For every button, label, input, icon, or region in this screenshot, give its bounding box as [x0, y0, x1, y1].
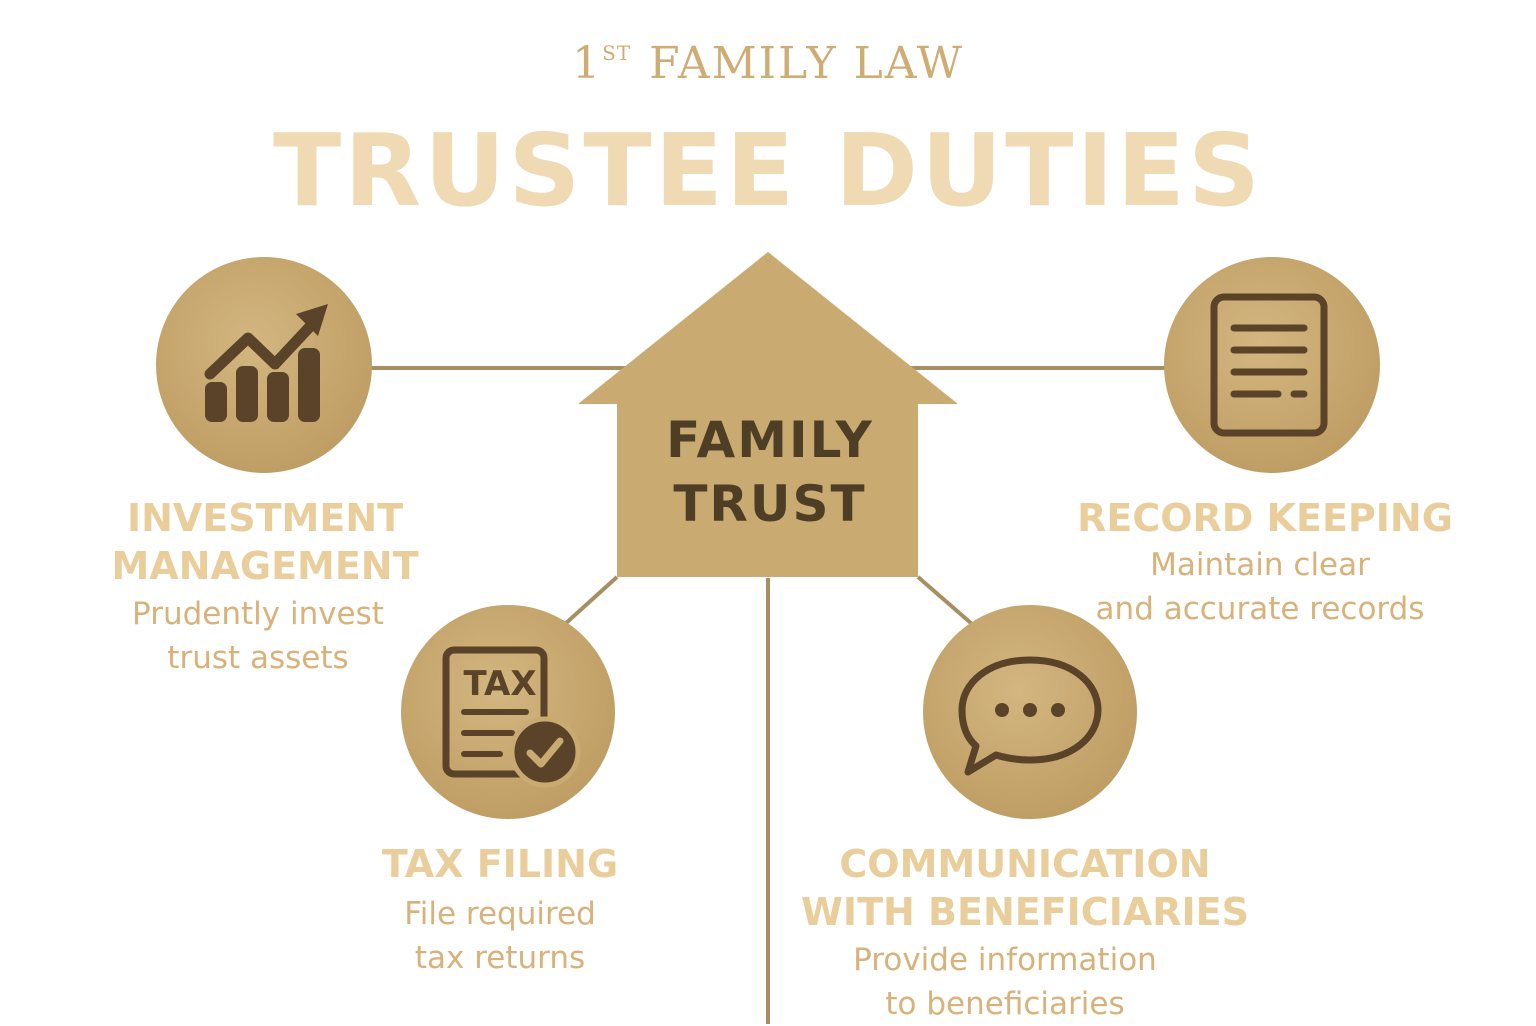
communication-desc-line1: Provide information — [853, 942, 1157, 978]
investment-desc-line1: Prudently invest — [132, 596, 384, 632]
growth-chart-icon — [204, 304, 328, 422]
communication-title-line2: WITH BENEFICIARIES — [801, 890, 1249, 934]
speech-bubble-icon — [958, 656, 1102, 776]
tax-document-icon — [442, 646, 581, 788]
page-title: TRUSTEE DUTIES — [272, 112, 1264, 229]
investment-title: INVESTMENT MANAGEMENT — [60, 494, 470, 590]
brand-name: FAMILY LAW — [649, 38, 964, 89]
connector-tax — [563, 575, 619, 626]
records-desc-line2: and accurate records — [1095, 591, 1425, 627]
records-circle — [1164, 257, 1380, 473]
brand-number: 1 — [572, 38, 603, 89]
tax-title-line1: TAX FILING — [381, 842, 619, 886]
connector-lines — [370, 366, 1170, 1024]
communication-circle — [923, 605, 1137, 819]
house-shape — [578, 252, 958, 577]
tax-description: File required tax returns — [330, 892, 670, 980]
records-title-line1: RECORD KEEPING — [1077, 496, 1453, 540]
investment-desc-line2: trust assets — [167, 640, 349, 676]
investment-circle — [156, 257, 372, 473]
document-icon — [1210, 293, 1328, 437]
records-description: Maintain clear and accurate records — [1060, 543, 1460, 631]
family-trust-line2: TRUST — [673, 475, 867, 533]
connector-communication — [916, 575, 974, 626]
records-desc-line1: Maintain clear — [1150, 547, 1370, 583]
communication-description: Provide information to beneficiaries — [790, 938, 1220, 1026]
investment-description: Prudently invest trust assets — [60, 592, 456, 680]
tax-circle — [401, 605, 615, 819]
tax-desc-line2: tax returns — [414, 940, 586, 976]
tax-icon-label: TAX — [463, 664, 536, 704]
investment-title-line2: MANAGEMENT — [111, 544, 419, 588]
family-trust-line1: FAMILY — [666, 411, 874, 469]
communication-title: COMMUNICATION WITH BENEFICIARIES — [790, 840, 1260, 936]
family-trust-label: FAMILY TRUST — [620, 408, 920, 536]
tax-title: TAX FILING — [330, 840, 670, 888]
records-title: RECORD KEEPING — [1060, 494, 1470, 542]
communication-desc-line2: to beneficiaries — [885, 986, 1125, 1022]
investment-title-line1: INVESTMENT — [126, 496, 404, 540]
brand-superscript: ST — [602, 41, 632, 65]
tax-desc-line1: File required — [404, 896, 596, 932]
brand-logo: 1ST FAMILY LAW — [0, 38, 1536, 89]
communication-title-line1: COMMUNICATION — [839, 842, 1211, 886]
